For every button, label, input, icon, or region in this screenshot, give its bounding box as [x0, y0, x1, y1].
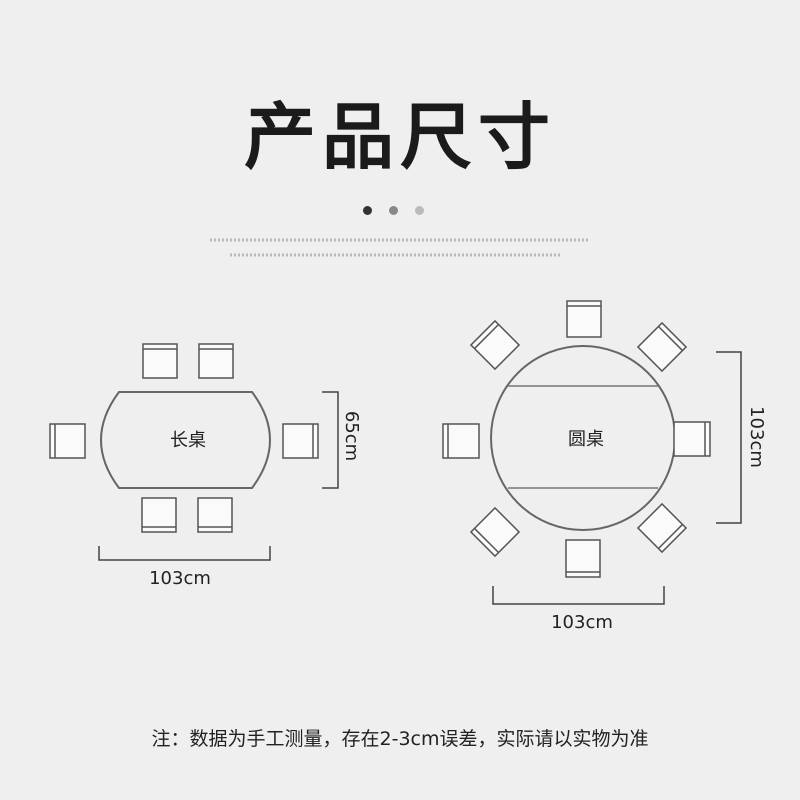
- chair: [636, 502, 688, 554]
- round-width-label: 103cm: [551, 612, 613, 633]
- chair: [469, 319, 521, 371]
- chair: [469, 506, 521, 558]
- chair: [565, 539, 601, 578]
- rect-table-outline: [100, 391, 271, 489]
- chair: [442, 423, 480, 459]
- chair: [566, 300, 602, 338]
- chair: [198, 343, 234, 379]
- rect-width-bracket: [98, 546, 271, 561]
- chair: [673, 421, 711, 457]
- dot-2: [389, 206, 398, 215]
- dot-1: [363, 206, 372, 215]
- rect-table-label: 长桌: [170, 430, 206, 451]
- round-width-bracket: [492, 586, 665, 605]
- rect-width-label: 103cm: [149, 568, 211, 589]
- chair: [49, 423, 86, 459]
- decorative-lines: [0, 237, 800, 269]
- round-height-bracket: [716, 351, 742, 524]
- chair: [282, 423, 319, 459]
- rect-depth-label: 65cm: [341, 411, 362, 461]
- rect-table-group: 长桌 103cm 6: [49, 343, 362, 589]
- chair: [636, 321, 688, 373]
- round-table-label: 圆桌: [568, 429, 604, 450]
- page-title: 产品尺寸: [243, 95, 556, 179]
- round-table-group: 圆桌: [442, 300, 767, 633]
- chair: [197, 497, 233, 533]
- chair: [141, 497, 177, 533]
- decorative-text-lines: [210, 238, 590, 257]
- rect-depth-bracket: [322, 391, 339, 489]
- round-height-label: 103cm: [746, 406, 767, 468]
- chair: [142, 343, 178, 379]
- measurement-note: 注：数据为手工测量，存在2-3cm误差，实际请以实物为准: [151, 728, 649, 750]
- dot-3: [415, 206, 424, 215]
